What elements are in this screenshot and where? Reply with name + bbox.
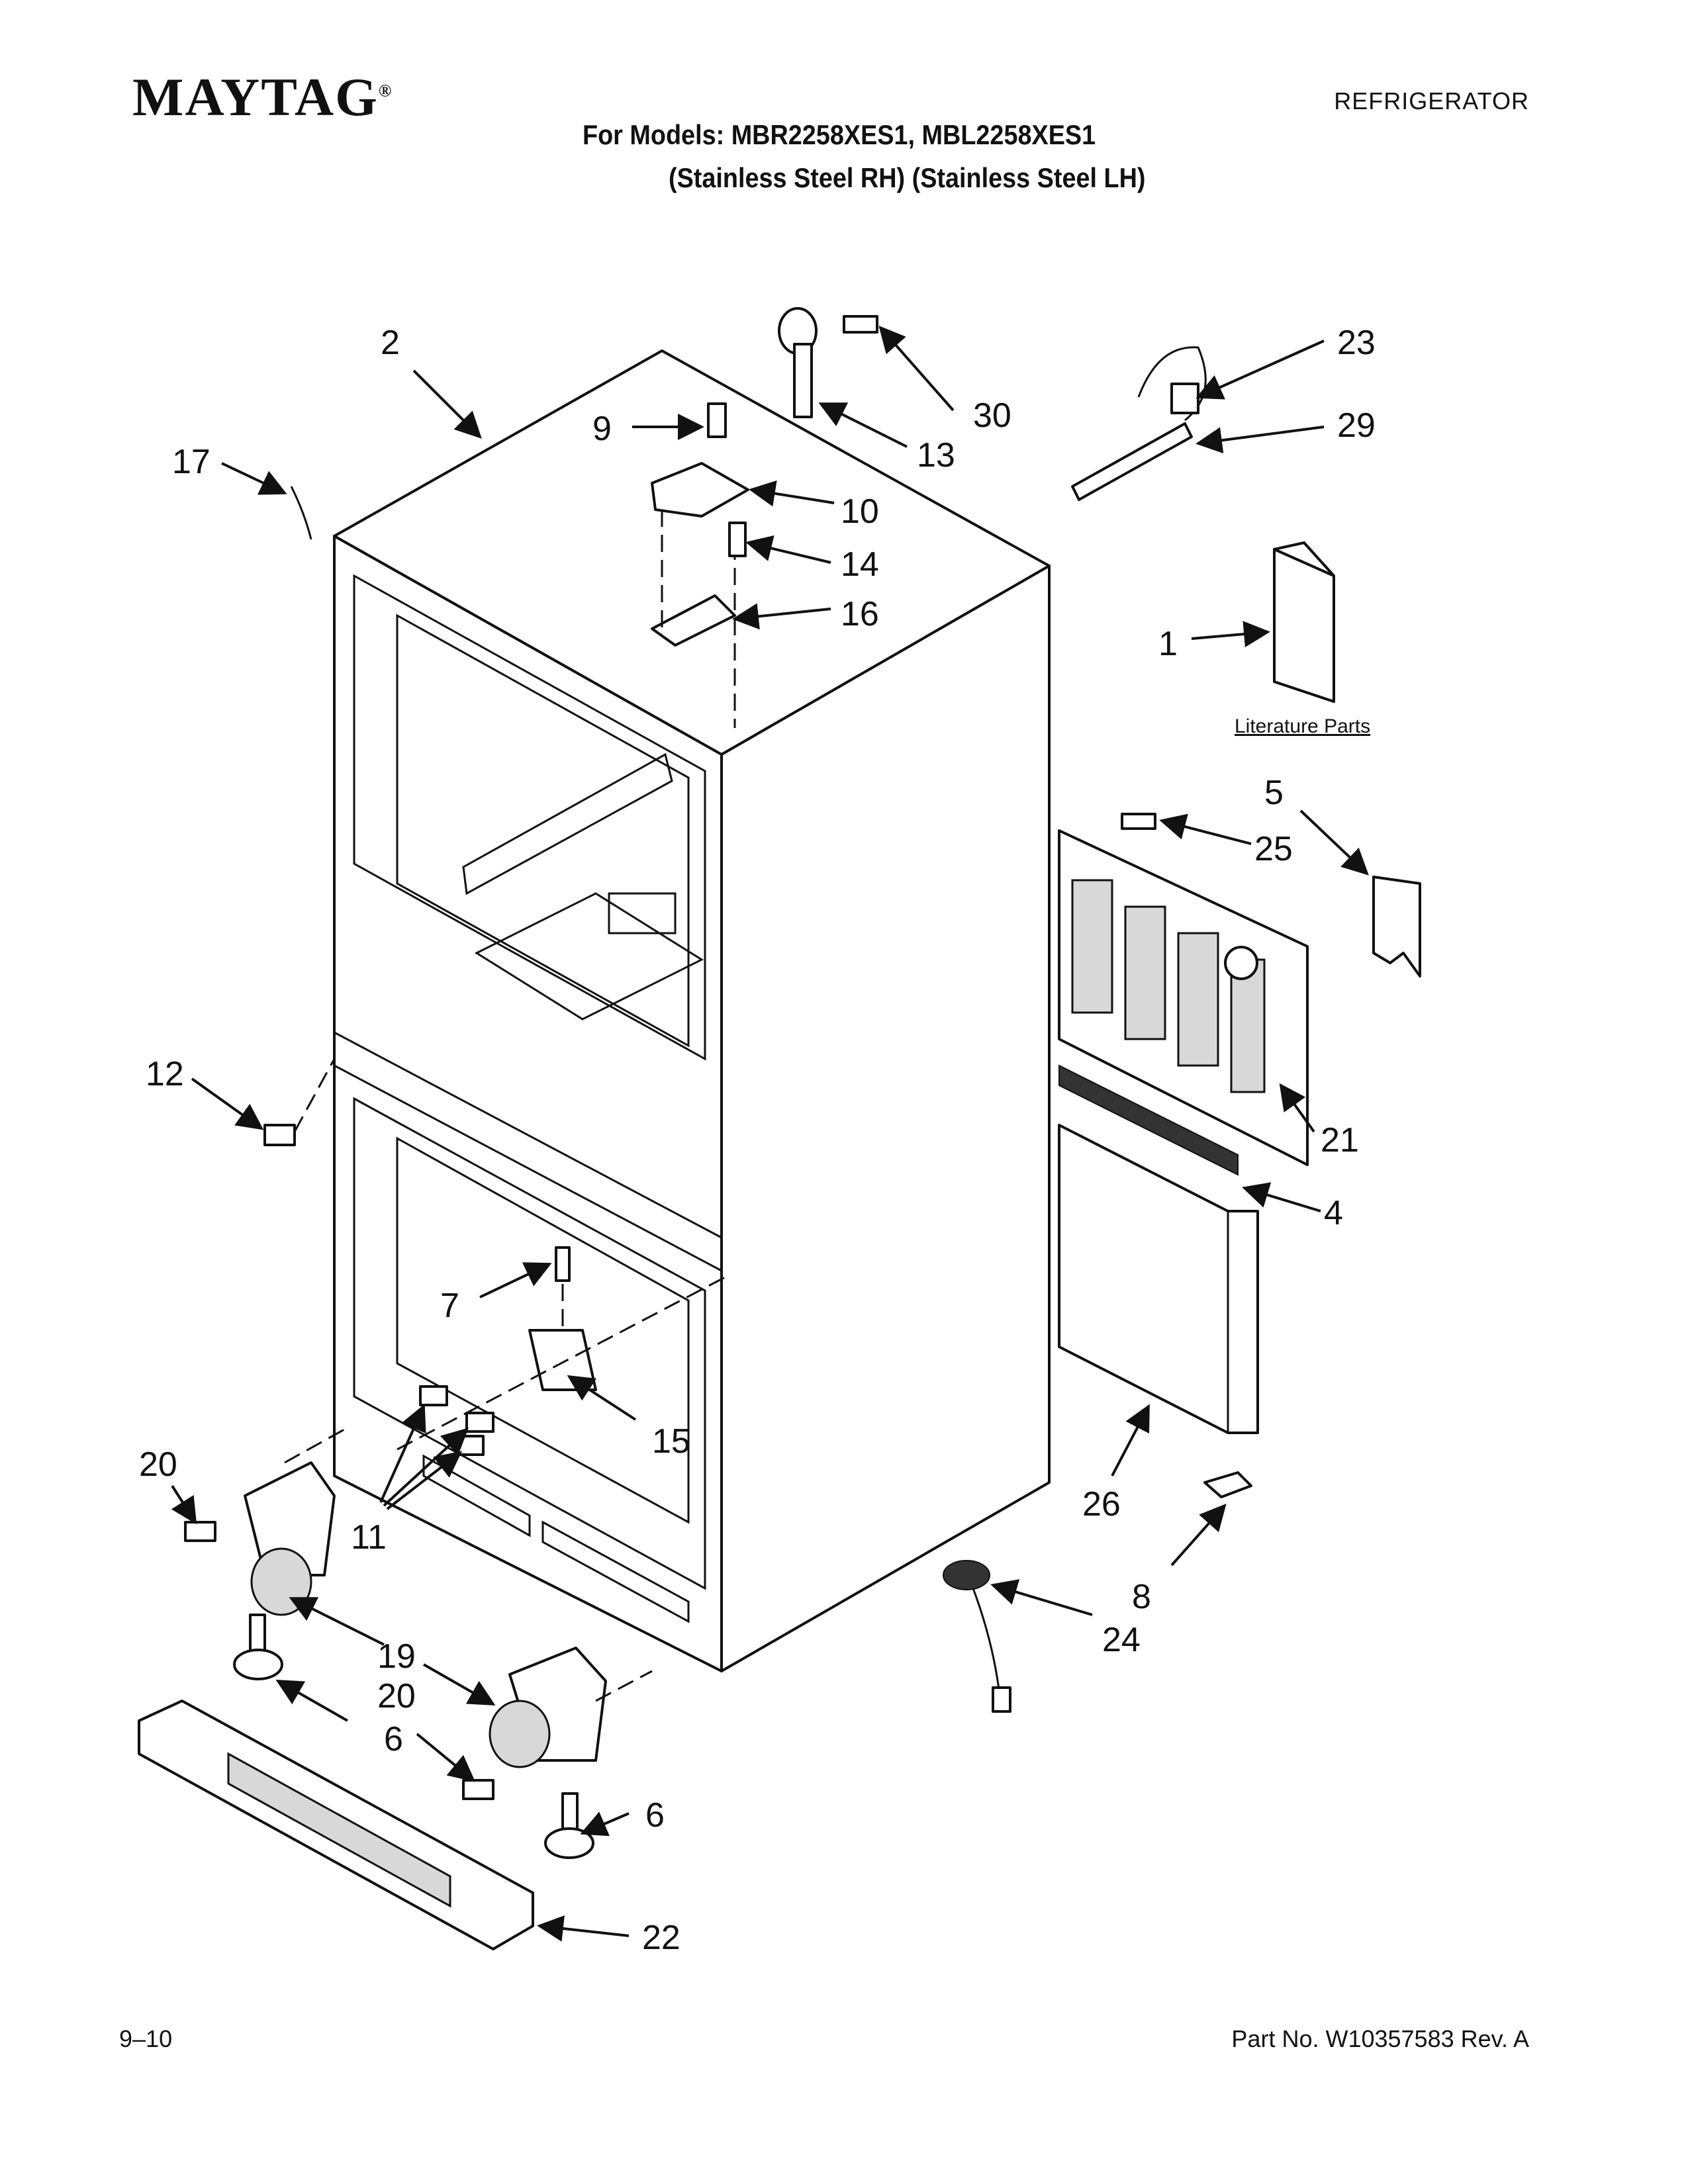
trim-clip bbox=[1372, 876, 1421, 978]
shelf-pin bbox=[555, 1246, 571, 1330]
callout-4: 4 bbox=[1324, 1194, 1343, 1232]
rear-access-panel bbox=[1058, 829, 1309, 1166]
door-closer-cam bbox=[778, 307, 818, 418]
callout-labels: 2 17 9 30 13 10 14 16 23 29 1 Literature… bbox=[139, 324, 1376, 1957]
callout-6-right: 6 bbox=[645, 1796, 665, 1835]
roller-screw-right bbox=[462, 1779, 494, 1800]
brand-logo: MAYTAG® bbox=[132, 67, 393, 127]
strap-tie bbox=[290, 486, 312, 540]
footer-part-number: Part No. W10357583 Rev. A bbox=[1231, 2025, 1529, 2052]
leveler-right bbox=[544, 1792, 594, 1859]
cabinet bbox=[333, 349, 1051, 1672]
callout-23: 23 bbox=[1337, 324, 1376, 362]
leveler-left bbox=[233, 1614, 283, 1680]
callout-2: 2 bbox=[381, 324, 400, 362]
water-tube bbox=[1071, 346, 1207, 501]
callout-20-right: 20 bbox=[377, 1677, 416, 1715]
roller-assembly-right bbox=[489, 1647, 653, 1768]
gasket-strip bbox=[1058, 1064, 1239, 1176]
side-screw bbox=[263, 1058, 336, 1146]
footer-date: 9–10 bbox=[119, 2025, 173, 2052]
wire-harness bbox=[943, 1560, 1011, 1713]
callout-14: 14 bbox=[841, 545, 879, 584]
callout-13: 13 bbox=[917, 436, 955, 475]
models-line: For Models: MBR2258XES1, MBL2258XES1 bbox=[583, 119, 1096, 150]
callout-5: 5 bbox=[1264, 774, 1284, 812]
callout-20-left: 20 bbox=[139, 1445, 177, 1484]
callout-21: 21 bbox=[1321, 1121, 1359, 1160]
callout-11: 11 bbox=[351, 1518, 387, 1557]
wire-clip bbox=[1203, 1471, 1252, 1498]
callout-19: 19 bbox=[377, 1637, 416, 1676]
callout-29: 29 bbox=[1337, 406, 1376, 445]
callout-1: 1 bbox=[1158, 625, 1178, 663]
hinge-screw-mid bbox=[728, 522, 747, 557]
panel-screw bbox=[1121, 813, 1156, 830]
callout-12: 12 bbox=[146, 1055, 184, 1093]
callout-10: 10 bbox=[841, 492, 879, 531]
literature-book bbox=[1273, 541, 1335, 703]
callout-6-left: 6 bbox=[384, 1720, 403, 1758]
vent-louvers bbox=[1071, 879, 1266, 1093]
callout-15: 15 bbox=[652, 1422, 690, 1461]
literature-parts-label: Literature Parts bbox=[1235, 715, 1370, 737]
roller-assembly-left bbox=[244, 1428, 345, 1616]
callout-24: 24 bbox=[1102, 1621, 1141, 1659]
callout-17: 17 bbox=[172, 443, 211, 481]
top-hinge-cover bbox=[651, 462, 749, 518]
callout-25: 25 bbox=[1254, 830, 1293, 868]
category-label: REFRIGERATOR bbox=[1334, 87, 1529, 114]
callout-arrows bbox=[171, 325, 1369, 1942]
callout-16: 16 bbox=[841, 595, 879, 633]
variants-line: (Stainless Steel RH) (Stainless Steel LH… bbox=[669, 162, 1146, 193]
toe-grille bbox=[138, 1700, 534, 1950]
roller-screw-left bbox=[184, 1521, 216, 1542]
cam-screw bbox=[843, 315, 878, 334]
callout-9: 9 bbox=[592, 410, 612, 448]
lower-cover-panel bbox=[1058, 1124, 1259, 1434]
callout-30: 30 bbox=[973, 396, 1011, 435]
hinge-screw-top bbox=[707, 402, 727, 438]
callout-22: 22 bbox=[642, 1919, 680, 1957]
callout-7: 7 bbox=[440, 1287, 459, 1325]
callout-8: 8 bbox=[1132, 1578, 1151, 1616]
callout-26: 26 bbox=[1082, 1485, 1121, 1524]
